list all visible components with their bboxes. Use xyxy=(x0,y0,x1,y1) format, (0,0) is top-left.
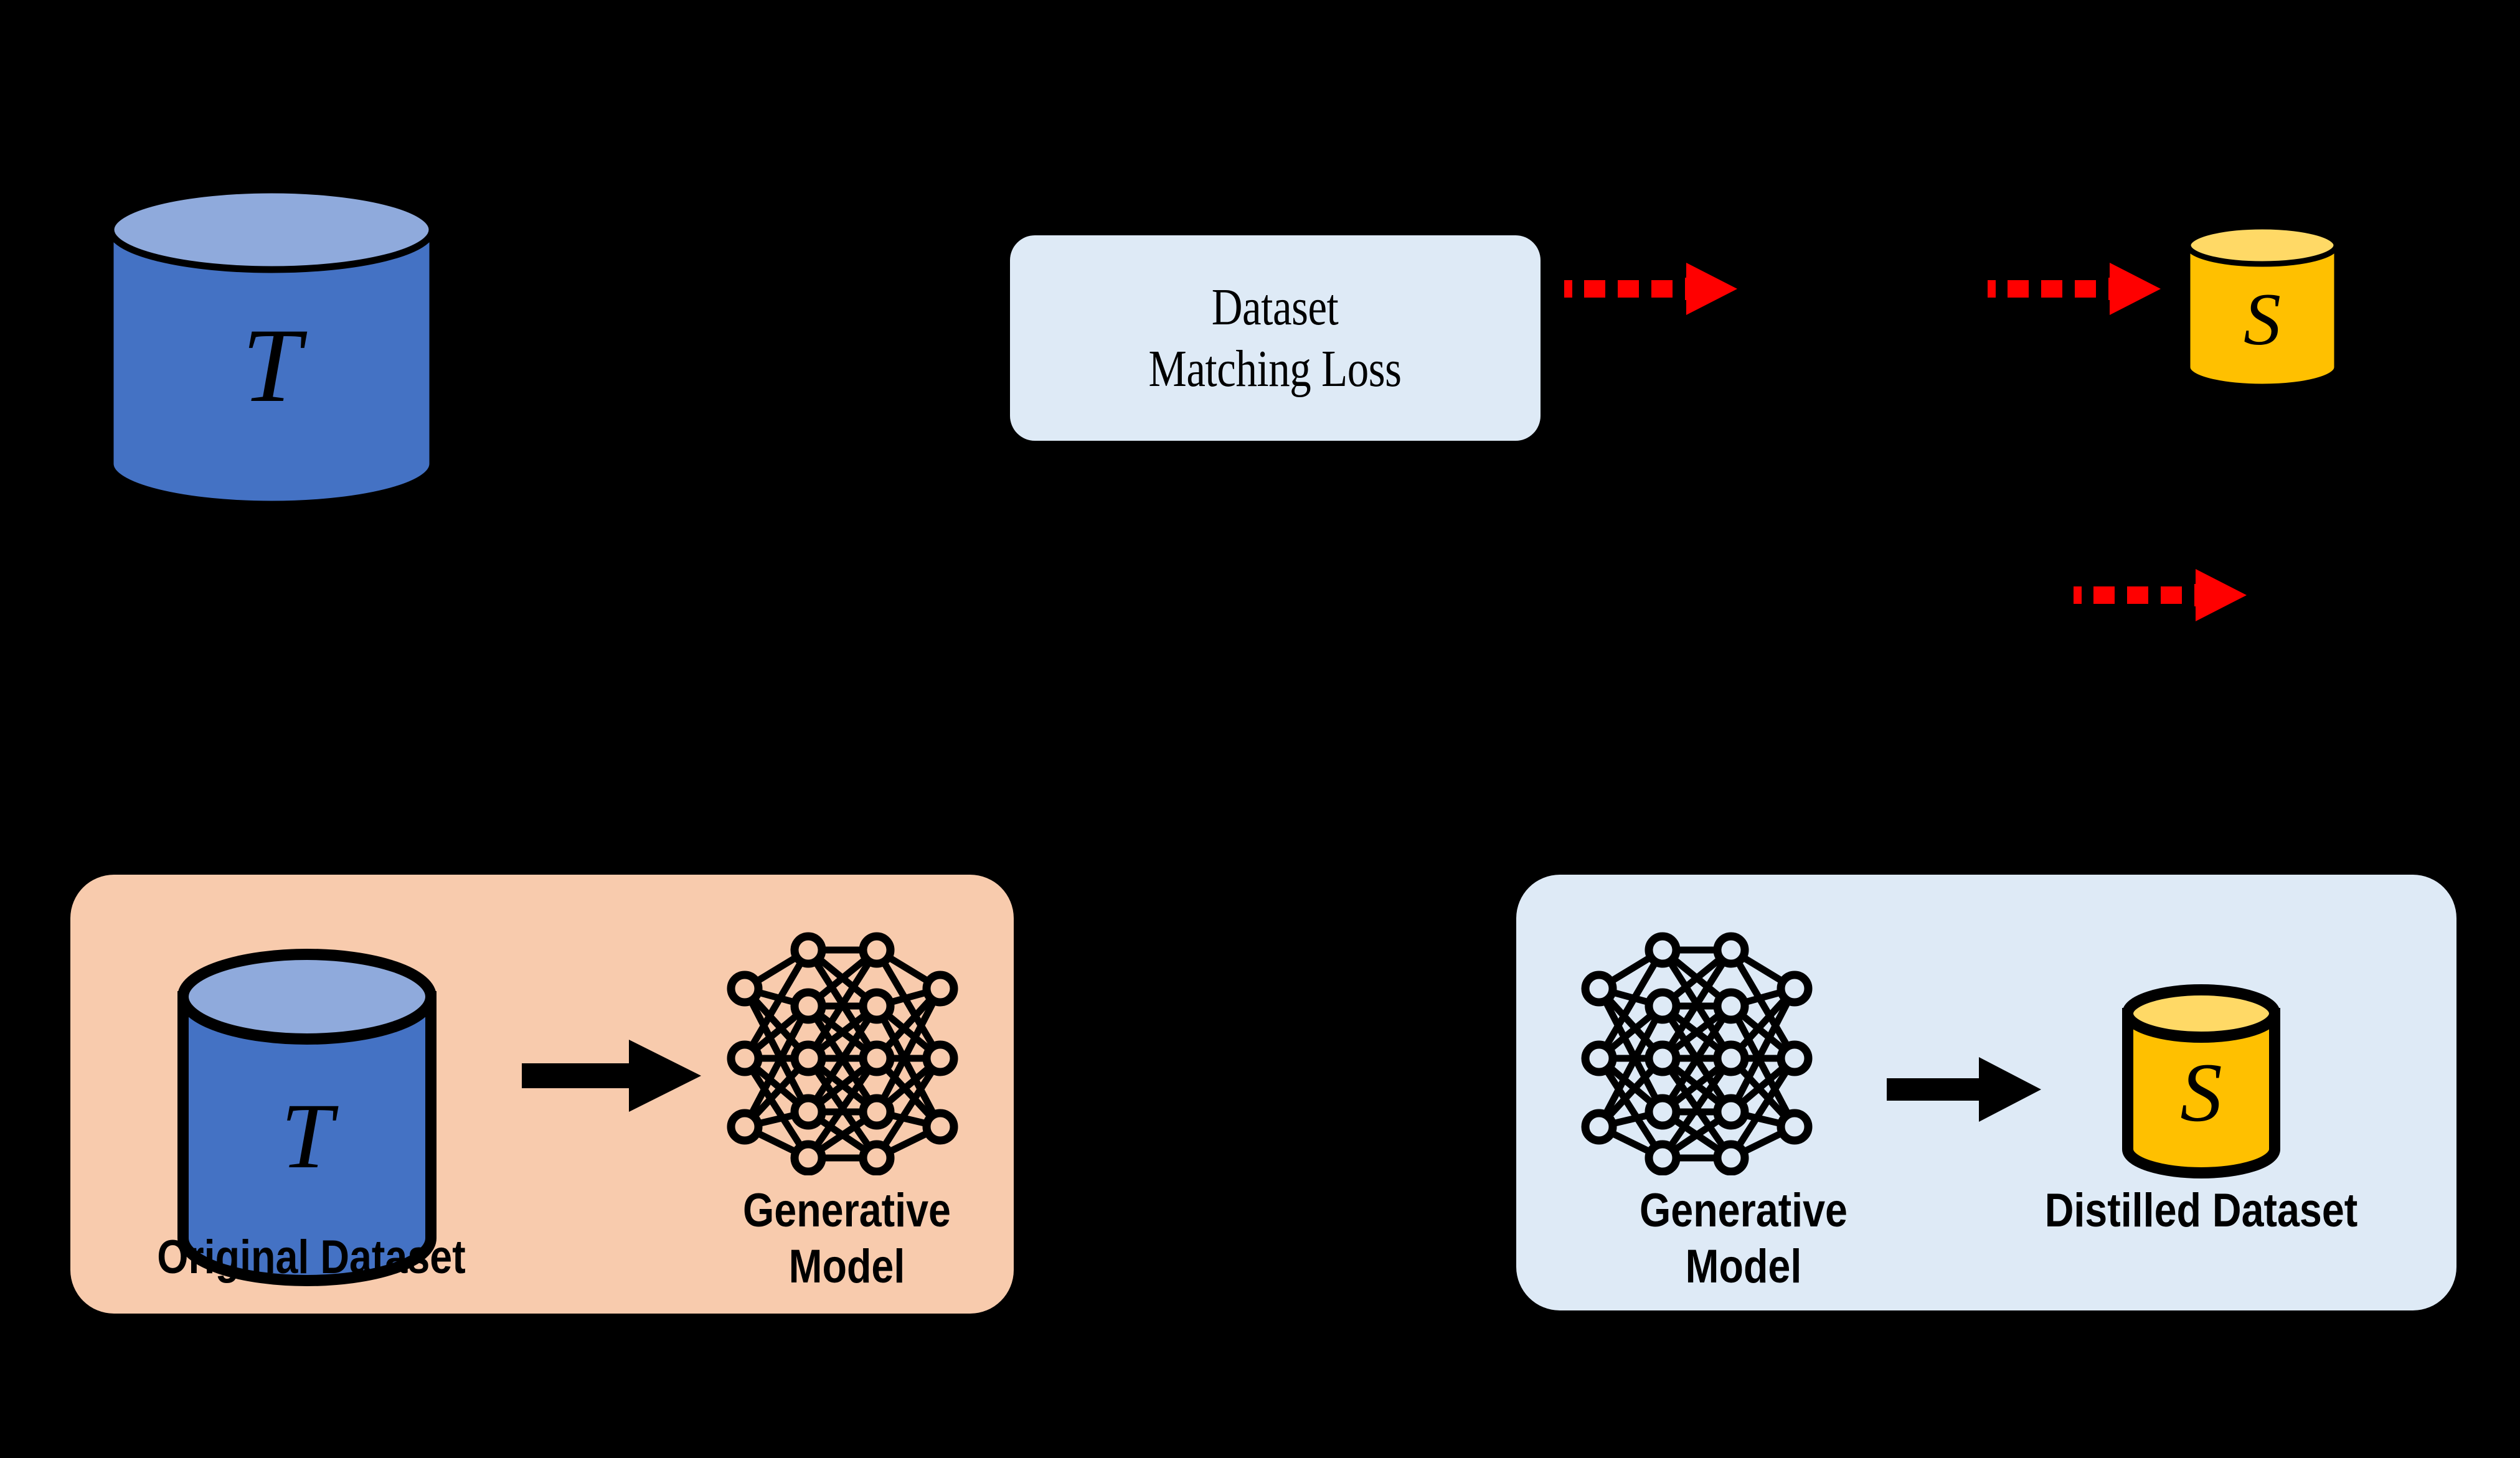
generative-model-caption-right: Generative Model xyxy=(1640,1184,1848,1293)
loss-line-1: Dataset xyxy=(1212,278,1339,336)
arrow-right-solid-icon-right xyxy=(1887,1052,2042,1127)
neural-network-icon-right xyxy=(1575,914,1818,1176)
arrow-right-solid-icon-left xyxy=(522,1032,702,1119)
distilled-dataset-caption: Distilled Dataset xyxy=(2044,1184,2358,1237)
distilled-dataset-cylinder-panel: S xyxy=(2121,982,2282,1178)
dataset-matching-loss-box[interactable]: Dataset Matching Loss xyxy=(1010,235,1541,441)
neural-network-icon-left xyxy=(721,914,964,1176)
arrow-right-dashed-icon-3 xyxy=(2074,567,2260,624)
distilled-dataset-cylinder-top: S xyxy=(2184,223,2340,391)
arrow-right-dashed-icon-2 xyxy=(1988,260,2174,317)
original-dataset-cylinder-top: T xyxy=(105,185,438,509)
arrow-right-dashed-icon-1 xyxy=(1564,260,1751,317)
original-dataset-caption: Original Dataset xyxy=(157,1231,466,1284)
loss-line-2: Matching Loss xyxy=(1148,340,1402,398)
generative-model-caption-left: Generative Model xyxy=(743,1184,951,1293)
loss-box-text: Dataset Matching Loss xyxy=(1149,276,1402,400)
